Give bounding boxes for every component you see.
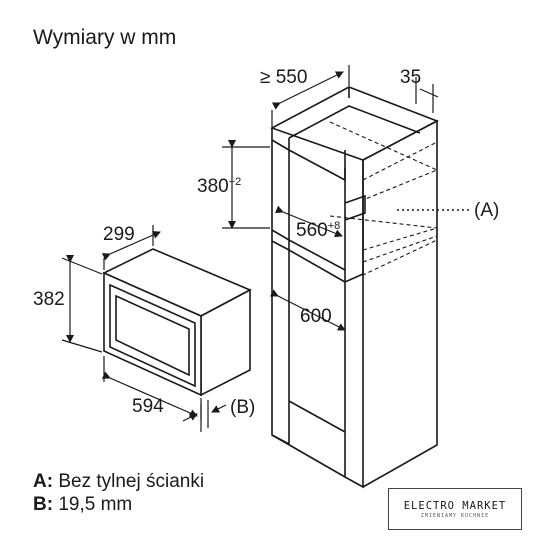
dim-device-depth-label: 299	[103, 224, 135, 245]
callout-b: (B)	[230, 397, 255, 418]
logo-main-text: ELECTRO MARKET	[403, 500, 507, 512]
legend: A: Bez tylnej ścianki B: 19,5 mm	[33, 470, 204, 516]
dim-offset-label: 35	[400, 67, 421, 88]
logo-sub-text: ZMIENIAMY KUCHNIE	[420, 513, 490, 519]
callout-a: (A)	[474, 200, 499, 221]
dimension-lines	[61, 65, 439, 432]
diagram-title: Wymiary w mm	[33, 26, 177, 49]
dim-niche-height-label: 380+2	[197, 176, 241, 197]
cabinet	[270, 86, 439, 489]
dim-device-width-label: 594	[132, 396, 164, 417]
electro-market-logo: ELECTRO MARKET ZMIENIAMY KUCHNIE	[388, 488, 522, 530]
legend-item-a: A: Bez tylnej ścianki	[33, 471, 205, 492]
dim-device-height-label: 382	[33, 289, 65, 310]
dim-niche-width-label: 560+8	[296, 220, 340, 241]
dim-depth-label: ≥ 550	[260, 67, 307, 88]
cabinet-hidden-edges	[329, 121, 439, 276]
device	[102, 248, 252, 397]
dim-cabinet-width-label: 600	[300, 306, 332, 327]
legend-item-b: B: 19,5 mm	[33, 494, 133, 515]
